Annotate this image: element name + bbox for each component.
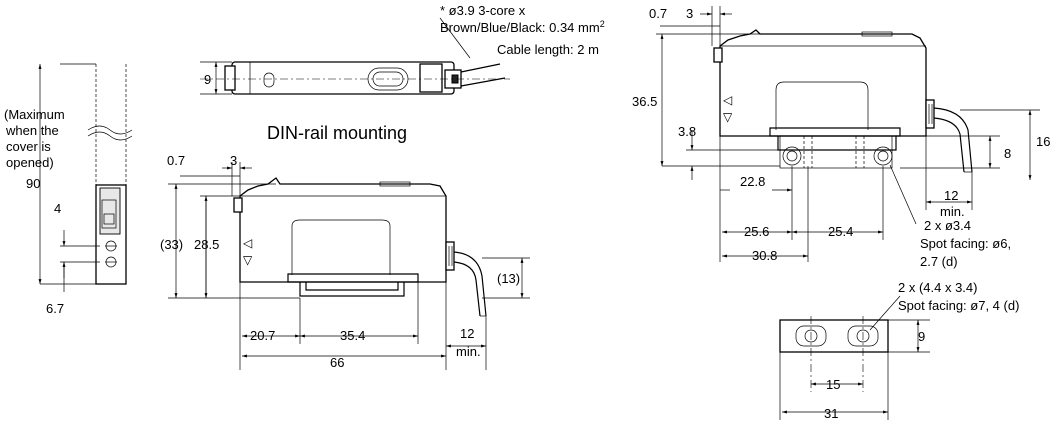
screw-dim-3-8: 3.8 [678, 124, 696, 139]
screw-dim-25-6: 25.6 [744, 224, 769, 239]
side-view-dim-4: 4 [54, 201, 61, 216]
cable-spec-line2: Brown/Blue/Black: 0.34 mm2 [440, 19, 605, 35]
din-dim-66: 66 [330, 355, 344, 370]
side-view [38, 63, 133, 292]
din-dim-28-5: 28.5 [194, 237, 219, 252]
screw-dim-8: 8 [1004, 146, 1011, 161]
din-rail-title: DIN-rail mounting [267, 123, 407, 143]
svg-text:▽: ▽ [243, 253, 253, 267]
top-view [200, 17, 510, 95]
din-dim-12: 12 [460, 326, 474, 341]
bracket-dim-31: 31 [824, 406, 838, 421]
screw-dim-36-5: 36.5 [632, 94, 657, 109]
din-dim-33: (33) [160, 237, 183, 252]
din-dim-0-7: 0.7 [167, 153, 185, 168]
svg-text:▽: ▽ [723, 110, 733, 124]
screw-dim-30-8: 30.8 [752, 248, 777, 263]
screw-dim-16: 16 [1036, 134, 1050, 149]
din-rail-view: ◁ ▽ [168, 162, 530, 370]
screw-dim-min: min. [940, 204, 965, 219]
din-dim-3: 3 [230, 153, 237, 168]
cable-spec-line1: * ø3.9 3-core x [440, 3, 526, 18]
top-view-height-dim: 9 [204, 72, 211, 87]
cable-length-label: Cable length: 2 m [497, 42, 599, 57]
screw-holes-note-3: 2.7 (d) [920, 254, 958, 269]
svg-text:◁: ◁ [723, 93, 733, 107]
side-view-note-3: cover is [6, 139, 51, 154]
screw-mount-view: ◁ ▽ [656, 6, 1040, 262]
side-view-note-1: (Maximum [4, 107, 65, 122]
screw-dim-3: 3 [686, 6, 693, 21]
svg-text:◁: ◁ [243, 236, 253, 250]
screw-dim-0-7: 0.7 [649, 6, 667, 21]
screw-holes-note-1: 2 x ø3.4 [924, 218, 971, 233]
din-dim-35-4: 35.4 [340, 328, 365, 343]
bracket-note-1: 2 x (4.4 x 3.4) [898, 280, 977, 295]
din-dim-13: (13) [497, 271, 520, 286]
din-dim-min: min. [456, 344, 481, 359]
screw-holes-note-2: Spot facing: ø6, [920, 236, 1011, 251]
bracket-dim-15: 15 [826, 377, 840, 392]
side-view-max-dim: 90 [26, 176, 40, 191]
screw-dim-25-4: 25.4 [828, 224, 853, 239]
bracket-view [779, 295, 930, 420]
side-view-dim-6-7: 6.7 [46, 301, 64, 316]
side-view-note-2: when the [5, 123, 59, 138]
bracket-dim-9: 9 [918, 329, 925, 344]
side-view-note-4: opened) [6, 155, 54, 170]
screw-dim-22-8: 22.8 [740, 174, 765, 189]
din-dim-20-7: 20.7 [250, 328, 275, 343]
bracket-note-2: Spot facing: ø7, 4 (d) [898, 298, 1019, 313]
screw-dim-12: 12 [944, 188, 958, 203]
